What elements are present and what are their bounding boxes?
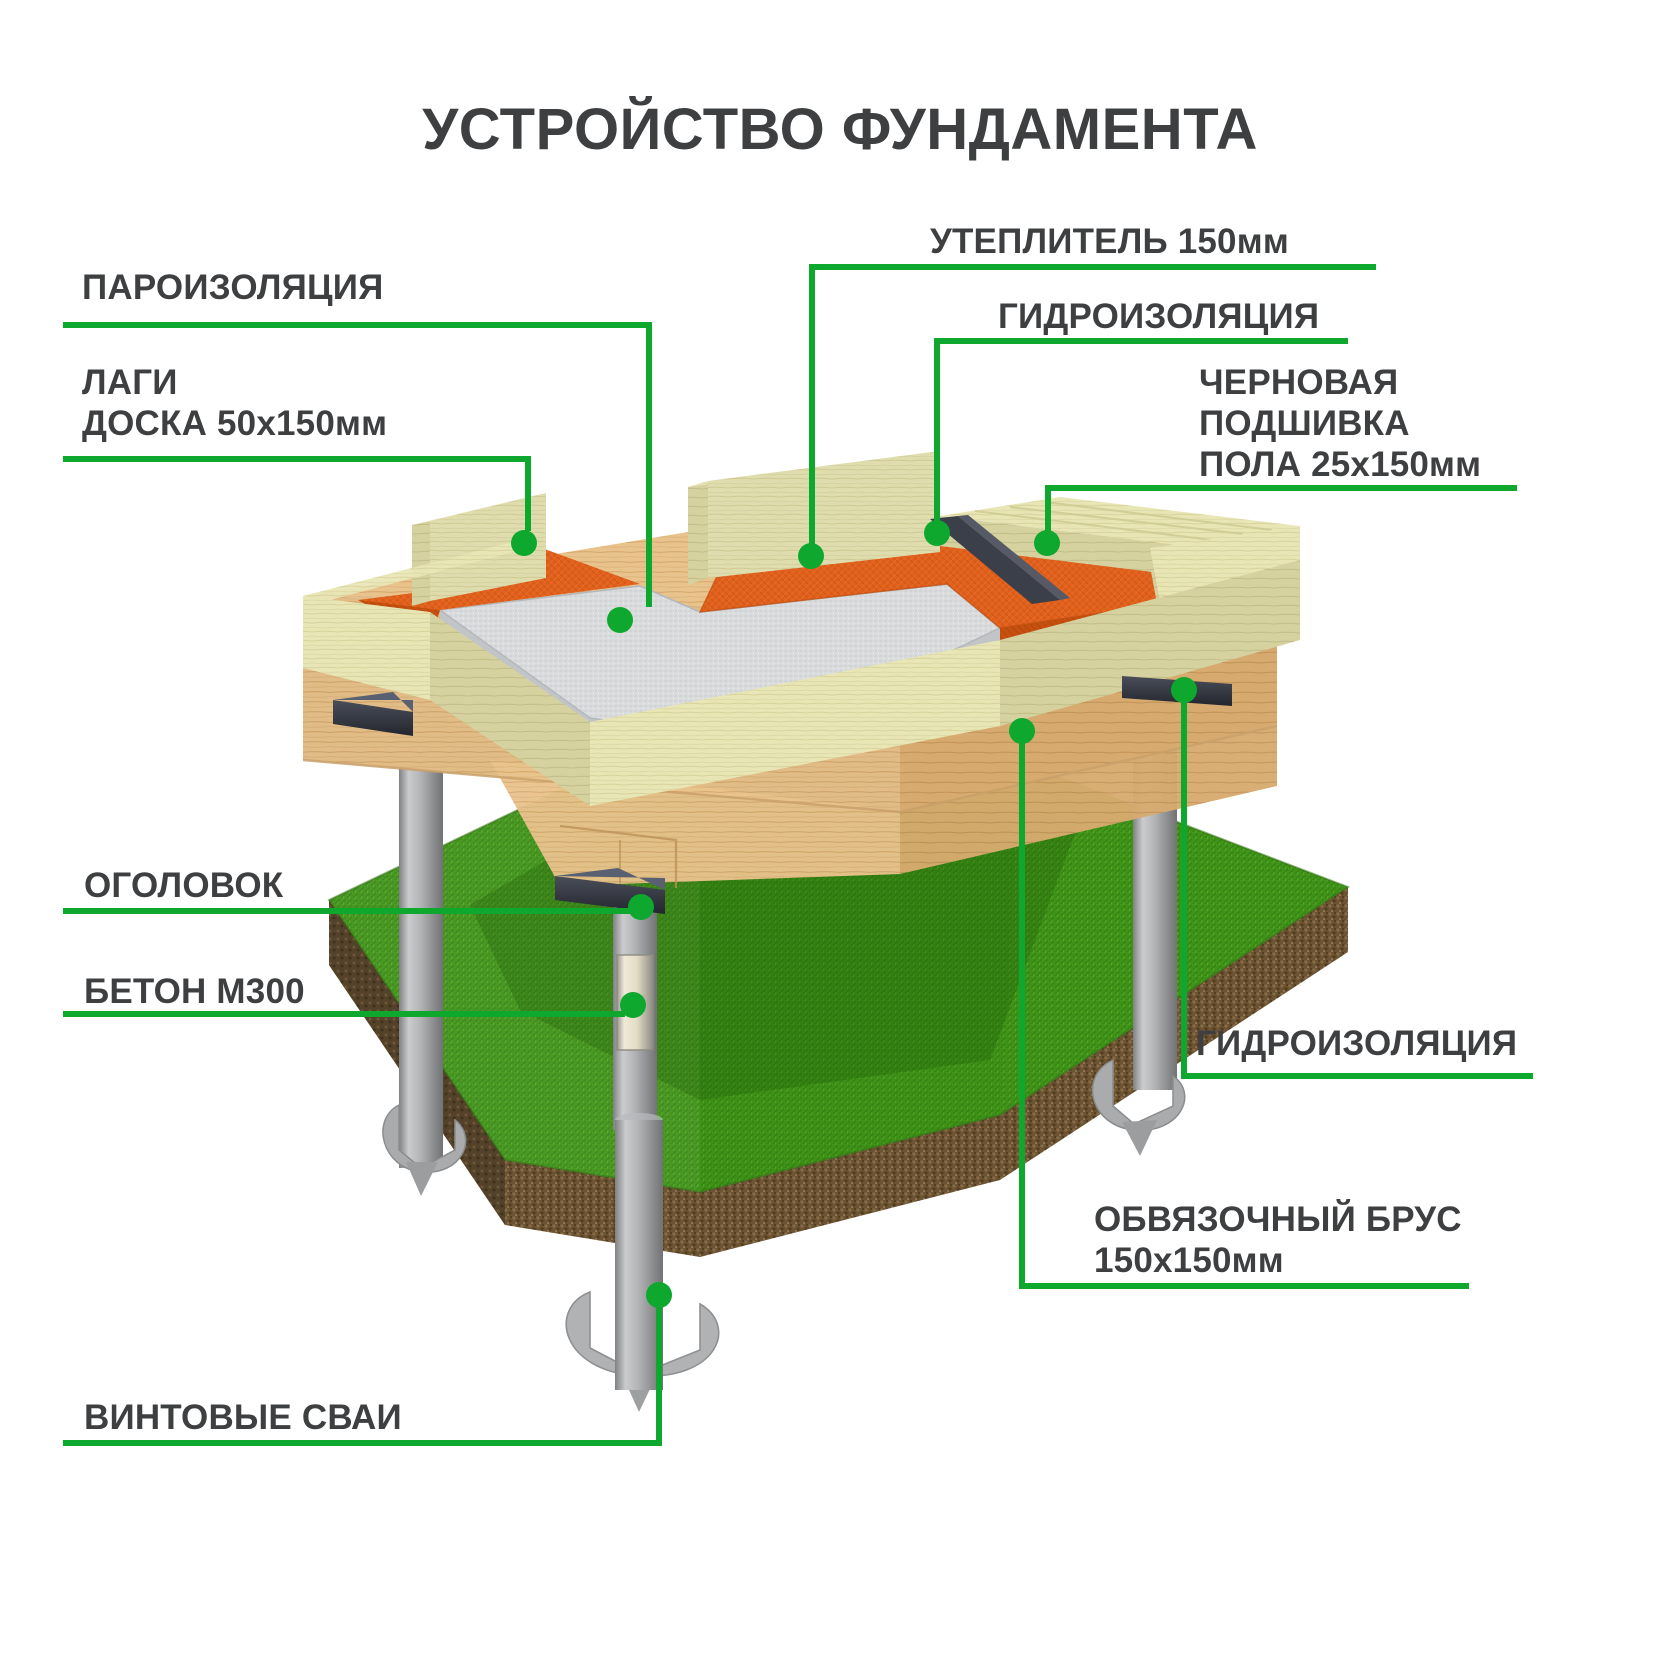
pile-cap-left bbox=[333, 692, 413, 736]
label-insulation: УТЕПЛИТЕЛЬ 150мм bbox=[930, 222, 1289, 261]
label-waterproofing-top: ГИДРОИЗОЛЯЦИЯ bbox=[998, 297, 1320, 336]
label-sill-beam: ОБВЯЗОЧНЫЙ БРУС 150х150мм bbox=[1094, 1200, 1462, 1280]
label-waterproofing-bottom: ГИДРОИЗОЛЯЦИЯ bbox=[1196, 1024, 1518, 1063]
label-floor-joists: ЛАГИ ДОСКА 50х150мм bbox=[82, 363, 388, 443]
concrete-fill bbox=[617, 955, 653, 1050]
cassette-frame bbox=[303, 560, 1300, 806]
label-pile-cap: ОГОЛОВОК bbox=[84, 866, 284, 905]
label-vapour-barrier: ПАРОИЗОЛЯЦИЯ bbox=[82, 268, 384, 307]
label-concrete-m300: БЕТОН М300 bbox=[84, 972, 305, 1011]
label-subfloor-sheathing: ЧЕРНОВАЯ ПОДШИВКА ПОЛА 25х150мм bbox=[1199, 363, 1482, 484]
label-screw-piles: ВИНТОВЫЕ СВАИ bbox=[84, 1398, 402, 1437]
page-title: УСТРОЙСТВО ФУНДАМЕНТА bbox=[422, 97, 1258, 162]
screw-pile-middle-concrete bbox=[613, 898, 657, 1130]
